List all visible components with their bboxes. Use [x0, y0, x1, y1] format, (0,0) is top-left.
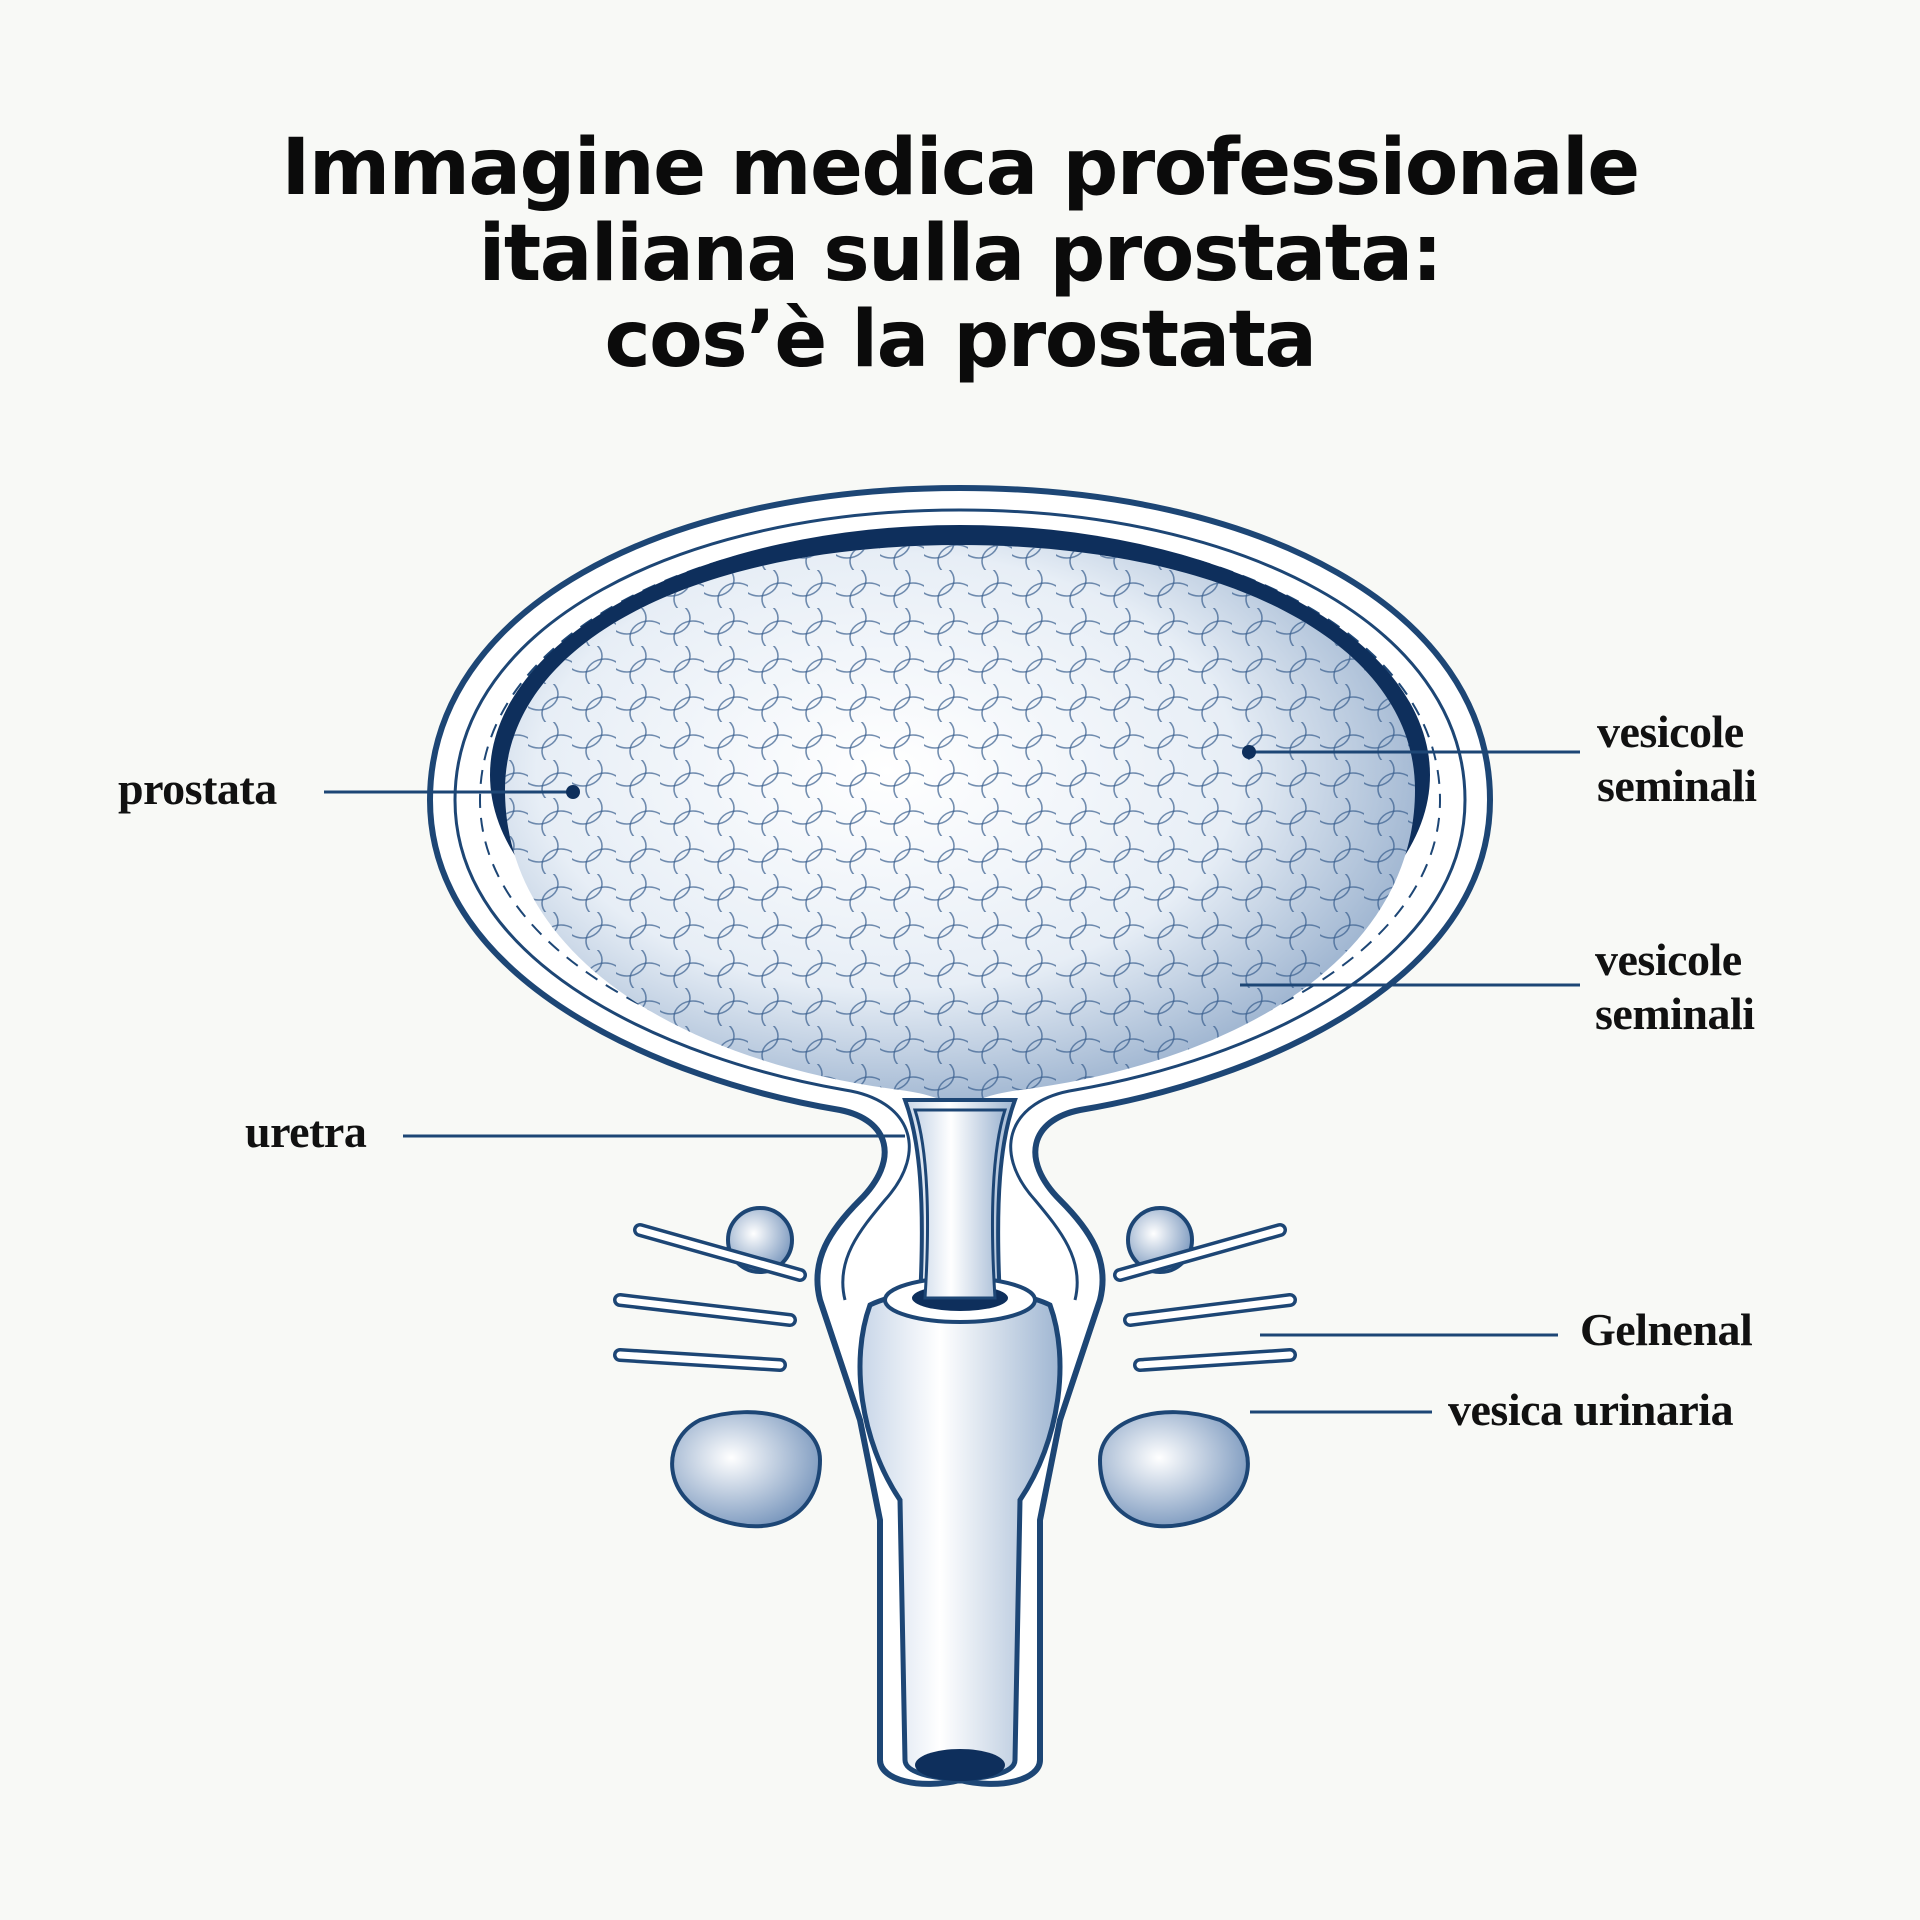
page-title: Immagine medica professionale italiana s…	[0, 125, 1920, 383]
title-line-1: Immagine medica professionale	[281, 123, 1640, 213]
label-prostata: prostata	[118, 763, 277, 814]
urethra-tube	[857, 1098, 1063, 1782]
prostate-gland	[490, 525, 1430, 1110]
right-gland-cluster	[1097, 1206, 1297, 1529]
leader-lines	[324, 745, 1580, 1414]
label-uretra: uretra	[245, 1106, 367, 1157]
left-gland-cluster	[613, 1206, 823, 1529]
label-vesicole-seminali-2: vesicole seminali	[1595, 934, 1755, 1039]
label-vesica-urinaria: vesica urinaria	[1448, 1384, 1734, 1435]
label-gelnenal: Gelnenal	[1580, 1304, 1753, 1355]
title-line-3: cos’è la prostata	[604, 295, 1317, 385]
label-vesicole-seminali-1: vesicole seminali	[1597, 706, 1757, 811]
title-line-2: italiana sulla prostata:	[478, 209, 1443, 299]
